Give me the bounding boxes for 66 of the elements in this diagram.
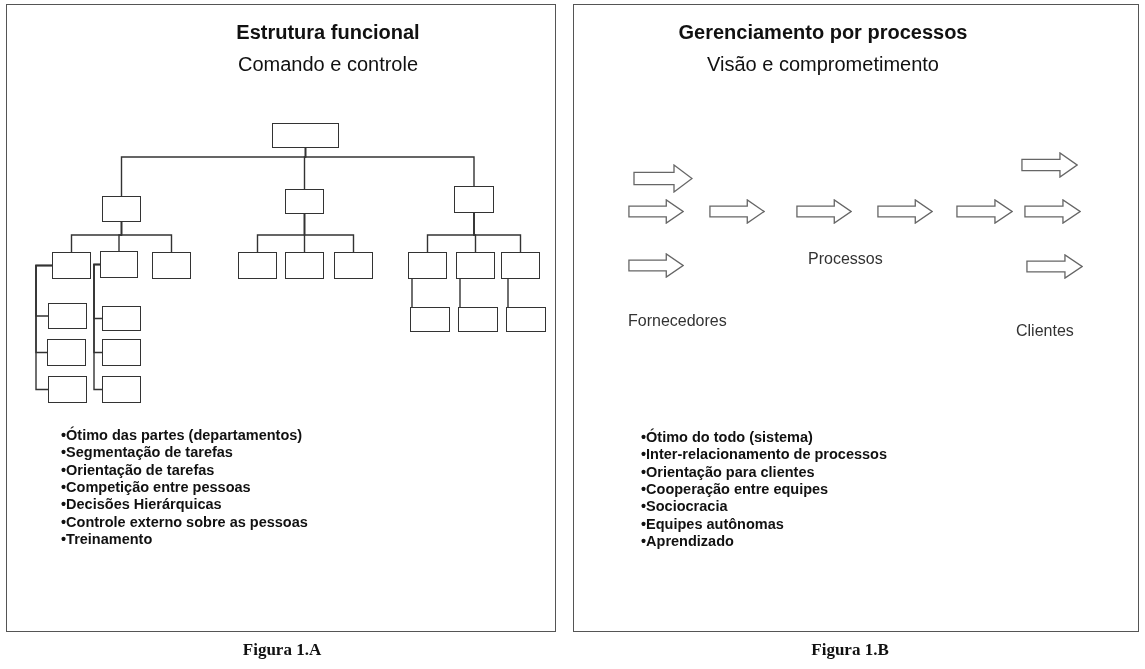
org-chart-box (501, 252, 540, 279)
connector-line (459, 278, 461, 308)
org-chart-box (48, 303, 87, 329)
connector-line (507, 278, 509, 308)
bullet-item: •Orientação para clientes (641, 463, 815, 480)
org-chart-box (152, 252, 191, 279)
block-arrow-icon (796, 199, 852, 224)
org-chart-box (100, 251, 138, 278)
process-label: Processos (808, 250, 883, 268)
org-chart-box (285, 189, 324, 214)
org-chart-box (47, 339, 86, 366)
org-chart-box (456, 252, 495, 279)
bullet-item: •Orientação de tarefas (61, 461, 215, 478)
bullet-item: •Inter-relacionamento de processos (641, 446, 887, 463)
org-chart-box (410, 307, 450, 332)
bullet-item: •Aprendizado (641, 532, 734, 549)
figure-caption: Figura 1.B (811, 640, 889, 660)
org-chart-box (334, 252, 373, 279)
org-chart-box (285, 252, 324, 279)
figure-panel (573, 4, 1139, 632)
bullet-item: •Ótimo das partes (departamentos) (61, 427, 303, 443)
connector-line (473, 212, 522, 253)
org-chart-box (102, 376, 141, 403)
client-label: Clientes (1016, 322, 1074, 340)
panel-subtitle: Visão e comprometimento (707, 53, 939, 76)
figure-caption: Figura 1.A (242, 640, 322, 660)
bullet-item: •Treinamento (61, 530, 153, 547)
bullet-item: •Ótimo do todo (sistema) (641, 429, 813, 445)
org-chart-box (458, 307, 498, 332)
block-arrow-icon (1024, 199, 1081, 224)
block-arrow-icon (633, 164, 693, 193)
figure-panel (6, 4, 556, 632)
org-chart-box (102, 306, 141, 331)
panel-subtitle: Comando e controle (237, 53, 419, 76)
bullet-item: •Controle externo sobre as pessoas (61, 513, 308, 530)
panel-heading: Gerenciamento por processos (678, 21, 968, 44)
panel-heading: Estrutura funcional (236, 21, 420, 44)
org-chart-box (272, 123, 339, 148)
block-arrow-icon (956, 199, 1013, 224)
connector-line (304, 147, 475, 187)
org-chart-box (102, 196, 141, 222)
org-chart-box (52, 252, 91, 279)
connector-line (411, 278, 413, 308)
org-chart-box (454, 186, 494, 213)
connector-line (93, 263, 103, 391)
block-arrow-icon (628, 253, 684, 278)
org-chart-box (238, 252, 277, 279)
connector-line (120, 221, 173, 253)
org-chart-box (48, 376, 87, 403)
bullet-item: •Segmentação de tarefas (61, 444, 233, 461)
block-arrow-icon (877, 199, 933, 224)
bullet-item: •Equipes autônomas (641, 515, 784, 532)
org-chart-box (408, 252, 447, 279)
bullet-item: •Sociocracia (641, 498, 728, 515)
block-arrow-icon (1021, 152, 1078, 178)
bullet-item: •Cooperação entre equipes (641, 480, 829, 497)
bullet-item: •Competição entre pessoas (61, 478, 251, 495)
org-chart-box (102, 339, 141, 366)
block-arrow-icon (1026, 254, 1083, 279)
block-arrow-icon (709, 199, 765, 224)
connector-line (35, 264, 53, 391)
supplier-label: Fornecedores (628, 312, 727, 330)
bullet-item: •Decisões Hierárquicas (61, 496, 222, 513)
connector-line (303, 213, 355, 253)
org-chart-box (506, 307, 546, 332)
block-arrow-icon (628, 199, 684, 224)
